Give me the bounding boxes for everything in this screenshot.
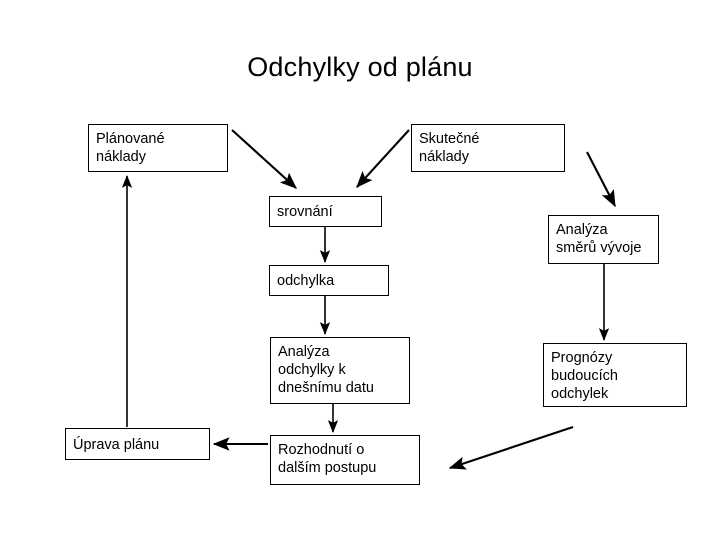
node-actual-costs[interactable]: Skutečné náklady xyxy=(411,124,565,172)
node-decision[interactable]: Rozhodnutí o dalším postupu xyxy=(270,435,420,485)
edge-planned-costs-to-comparison xyxy=(231,129,297,189)
node-variance[interactable]: odchylka xyxy=(269,265,389,296)
node-plan-adjustment[interactable]: Úprava plánu xyxy=(65,428,210,460)
edge-actual-costs-to-trend-analysis xyxy=(586,151,616,208)
node-comparison[interactable]: srovnání xyxy=(269,196,382,227)
node-trend-analysis[interactable]: Analýza směrů vývoje xyxy=(548,215,659,264)
node-forecasts[interactable]: Prognózy budoucích odchylek xyxy=(543,343,687,407)
page-title: Odchylky od plánu xyxy=(247,52,473,82)
edge-forecasts-to-decision xyxy=(448,426,574,470)
node-planned-costs[interactable]: Plánované náklady xyxy=(88,124,228,172)
node-variance-analysis[interactable]: Analýza odchylky k dnešnímu datu xyxy=(270,337,410,404)
edge-actual-costs-to-comparison xyxy=(356,129,410,188)
